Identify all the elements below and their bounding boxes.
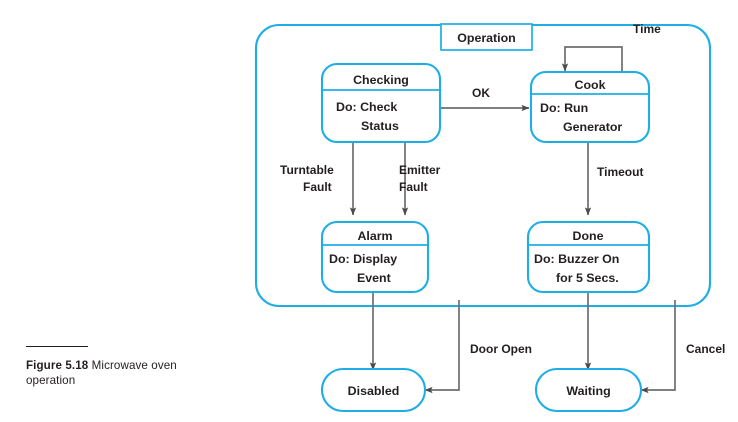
- caption-text: Figure 5.18 Microwave oven operation: [26, 358, 226, 389]
- state-cook-body-line2: Generator: [563, 120, 622, 134]
- figure-caption: Figure 5.18 Microwave oven operation: [26, 346, 226, 389]
- state-waiting-shape: [534, 367, 643, 413]
- state-done-shape: [526, 220, 651, 294]
- state-done-body-line2: for 5 Secs.: [556, 271, 619, 285]
- state-cook-title: Cook: [575, 78, 606, 92]
- state-done-title: Done: [573, 229, 604, 243]
- state-checking-title: Checking: [353, 73, 409, 87]
- edge-label-time: Time: [633, 22, 661, 36]
- edge-cancel: [640, 300, 676, 394]
- state-cook[interactable]: Cook Do: Run Generator: [529, 70, 651, 144]
- state-alarm-body-line2: Event: [357, 271, 391, 285]
- edge-label-emitter-fault-line2: Fault: [399, 180, 428, 194]
- caption-rule: [26, 346, 88, 347]
- operation-label-box: [440, 23, 533, 51]
- state-checking-body-line2: Status: [361, 119, 399, 133]
- caption-body: Microwave oven operation: [26, 359, 177, 388]
- state-alarm-shape: [320, 220, 430, 294]
- edge-label-turntable-fault-line1: Turntable: [280, 163, 334, 177]
- edge-label-turntable-fault-line2: Fault: [303, 180, 332, 194]
- state-checking[interactable]: Checking Do: Check Status: [320, 62, 442, 144]
- state-waiting-label: Waiting: [566, 384, 610, 398]
- edge-cook-self-loop: [561, 46, 623, 77]
- state-checking-body-line1: Do: Check: [336, 100, 397, 114]
- operation-label: Operation: [457, 31, 516, 45]
- state-done-body-line1: Do: Buzzer On: [534, 252, 619, 266]
- state-alarm[interactable]: Alarm Do: Display Event: [320, 220, 430, 294]
- state-disabled-label: Disabled: [348, 384, 400, 398]
- edge-label-ok: OK: [472, 86, 490, 100]
- state-done[interactable]: Done Do: Buzzer On for 5 Secs.: [526, 220, 651, 294]
- state-disabled-shape: [320, 367, 427, 413]
- state-waiting[interactable]: Waiting: [534, 367, 643, 413]
- state-alarm-title: Alarm: [357, 229, 392, 243]
- edge-label-cancel: Cancel: [686, 342, 725, 356]
- edge-door-open: [424, 300, 460, 394]
- caption-label: Figure 5.18: [26, 359, 89, 372]
- state-alarm-body-line1: Do: Display: [329, 252, 397, 266]
- edge-label-timeout: Timeout: [597, 165, 643, 179]
- state-checking-shape: [320, 62, 442, 144]
- state-cook-shape: [529, 70, 651, 144]
- state-cook-body-line1: Do: Run: [540, 101, 588, 115]
- state-disabled[interactable]: Disabled: [320, 367, 427, 413]
- edge-label-emitter-fault-line1: Emitter: [399, 163, 441, 177]
- edge-label-door-open: Door Open: [470, 342, 532, 356]
